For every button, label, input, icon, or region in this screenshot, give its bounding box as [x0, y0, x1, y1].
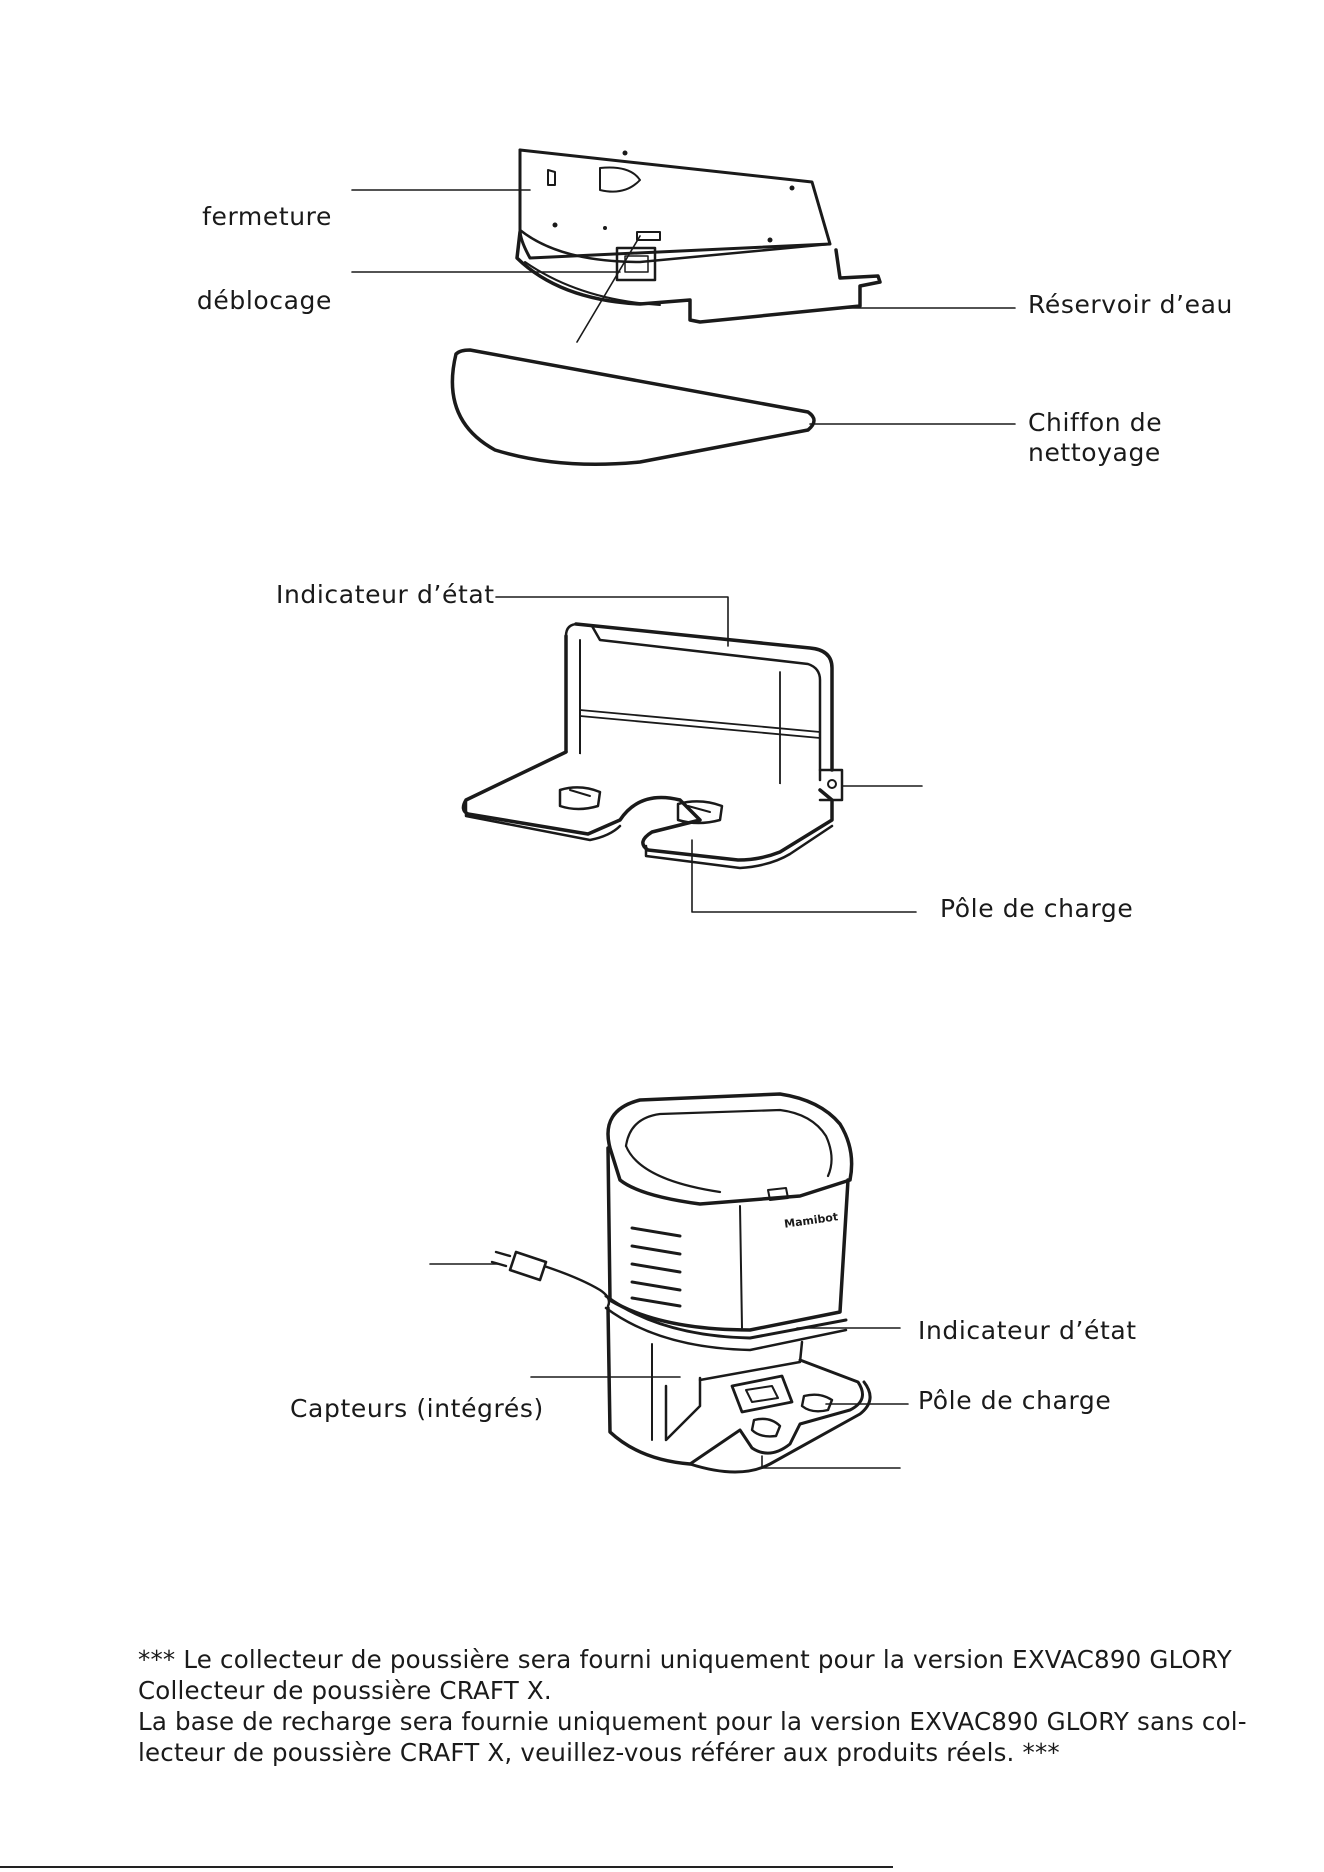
label-charging-pole-collector: Pôle de charge	[918, 1386, 1112, 1415]
dust-collector-drawing	[490, 1092, 872, 1474]
label-status-indicator-collector: Indicateur d’état	[918, 1316, 1137, 1345]
label-water-tank: Réservoir d’eau	[1028, 290, 1233, 319]
label-cloth-line1: Chiffon de	[1028, 408, 1163, 437]
diagram1-leader-lines	[351, 189, 1016, 425]
label-cloth-line2: nettoyage	[1028, 438, 1161, 467]
footnote: *** Le collecteur de poussière sera four…	[138, 1644, 1247, 1768]
footnote-line-4: lecteur de poussière CRAFT X, veuillez-v…	[138, 1738, 1060, 1767]
label-closure: fermeture	[202, 202, 332, 231]
cleaning-cloth-drawing	[450, 348, 816, 467]
water-tank-drawing	[515, 148, 882, 324]
footnote-line-2: Collecteur de poussière CRAFT X.	[138, 1676, 552, 1705]
charging-base-drawing	[461, 622, 844, 870]
footnote-line-1: *** Le collecteur de poussière sera four…	[138, 1645, 1232, 1674]
label-charging-pole-base: Pôle de charge	[940, 894, 1134, 923]
footnote-line-3: La base de recharge sera fournie uniquem…	[138, 1707, 1247, 1736]
label-sensors: Capteurs (intégrés)	[290, 1394, 544, 1423]
diagram3-leader-lines	[429, 1263, 909, 1469]
diagram2-leader-lines	[495, 596, 923, 913]
label-unlock: déblocage	[196, 286, 332, 315]
page-bottom-rule	[0, 1866, 893, 1868]
label-status-indicator-base: Indicateur d’état	[276, 580, 495, 609]
